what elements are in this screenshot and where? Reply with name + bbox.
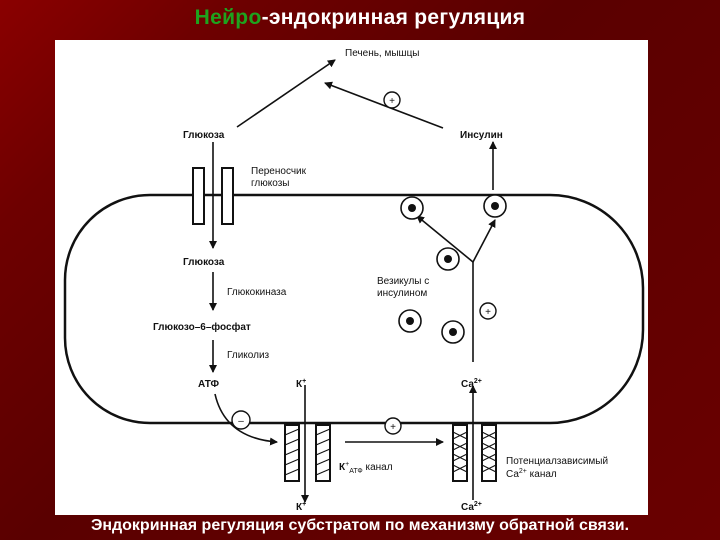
diagram-panel: + + – + Печень, мышцы Глюкоза Инсулин Пе… — [55, 40, 648, 515]
plus-sign-depolarization-icon — [384, 417, 402, 435]
label-liver-muscles: Печень, мышцы — [345, 48, 419, 59]
arrow-insulin-to-liver — [324, 81, 444, 129]
plus-sign-depolarization: + — [390, 422, 396, 433]
beta-cell-diagram: + + – + Печень, мышцы Глюкоза Инсулин Пе… — [63, 48, 645, 513]
plus-sign-insulin-icon — [383, 91, 401, 109]
label-glycolysis: Гликолиз — [227, 350, 270, 361]
title-highlight: Нейро — [194, 6, 262, 29]
calcium-channel — [452, 424, 497, 482]
label-k-inside: К+ — [296, 378, 306, 390]
insulin-vesicles — [398, 194, 507, 344]
minus-sign-atp-icon — [231, 410, 251, 430]
label-vdcc-1: Потенциалзависимый — [506, 456, 608, 467]
vesicle — [436, 247, 460, 271]
plus-sign-insulin: + — [389, 96, 395, 107]
slide-caption: Эндокринная регуляция субстратом по меха… — [90, 517, 630, 534]
arrow-to-vesicle-left — [416, 215, 474, 263]
plus-sign-calcium: + — [485, 307, 491, 318]
label-k-outside: К+ — [296, 501, 306, 513]
cell-membrane — [63, 193, 645, 425]
minus-sign-atp: – — [238, 416, 244, 427]
arrow-atp-to-katp — [214, 393, 278, 446]
vesicle — [400, 196, 424, 220]
label-glucose-6-phosphate: Глюкозо–6–фосфат — [153, 321, 251, 333]
vesicle — [483, 194, 507, 218]
label-glucokinase: Глюкокиназа — [227, 287, 287, 298]
label-insulin: Инсулин — [460, 130, 503, 141]
label-transporter-2: глюкозы — [251, 178, 289, 189]
title-rest: -эндокринная регуляция — [261, 6, 526, 29]
slide-title: Нейро-эндокринная регуляция — [0, 6, 720, 30]
arrow-to-vesicle-right — [472, 219, 496, 263]
label-glucose-outside: Глюкоза — [183, 130, 225, 141]
label-katp-channel: К+АТФ канал — [339, 461, 393, 475]
label-glucose-inside: Глюкоза — [183, 257, 225, 268]
label-ca-inside: Са2+ — [461, 378, 482, 390]
label-atp: АТФ — [198, 379, 219, 390]
label-vesicles-2: инсулином — [377, 288, 427, 299]
label-vesicles-1: Везикулы с — [377, 276, 429, 287]
label-ca-outside: Са2+ — [461, 501, 482, 513]
katp-channel — [284, 424, 331, 482]
label-transporter-1: Переносчик — [251, 166, 307, 177]
arrow-glucose-to-liver — [236, 59, 336, 128]
glucose-transporter — [192, 167, 234, 225]
label-vdcc-2: Са2+ канал — [506, 468, 557, 480]
vesicle — [441, 320, 465, 344]
vesicle — [398, 309, 422, 333]
plus-sign-calcium-icon — [479, 302, 497, 320]
